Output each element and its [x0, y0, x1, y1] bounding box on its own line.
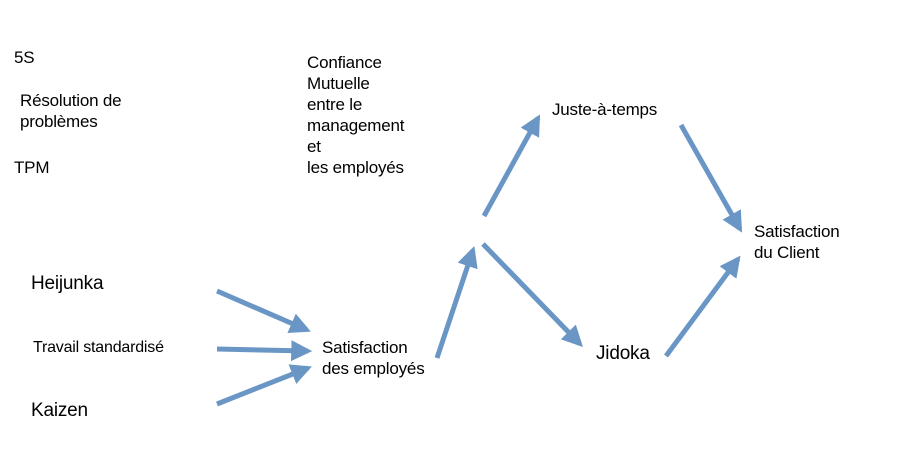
node-heijunka: Heijunka	[31, 273, 104, 294]
node-jidoka: Jidoka	[596, 343, 650, 364]
arrow-juste-a-temps-to-satisfaction-client	[678, 123, 743, 233]
node-satisfaction-employes: Satisfaction des employés	[322, 338, 425, 378]
node-5s: 5S	[14, 48, 35, 67]
arrow-travail-to-satisfaction-employes	[216, 340, 313, 362]
node-confiance-mutuelle: Confiance Mutuelle entre le management e…	[307, 53, 405, 177]
node-tpm: TPM	[14, 158, 50, 177]
node-juste-a-temps: Juste-à-temps	[552, 100, 658, 119]
node-satisfaction-client: Satisfaction du Client	[754, 222, 840, 262]
node-resolution-de-problemes: Résolution de problèmes	[20, 91, 122, 131]
arrow-heijunka-to-satisfaction-employes	[216, 288, 311, 333]
node-kaizen: Kaizen	[31, 400, 88, 421]
node-travail-standardise: Travail standardisé	[33, 339, 164, 356]
arrow-satisfaction-employes-up	[434, 246, 478, 359]
arrow-jidoka-to-satisfaction-client	[663, 255, 741, 358]
arrow-to-jidoka	[481, 242, 583, 348]
arrow-to-juste-a-temps	[481, 114, 541, 218]
arrow-kaizen-to-satisfaction-employes	[216, 364, 312, 407]
